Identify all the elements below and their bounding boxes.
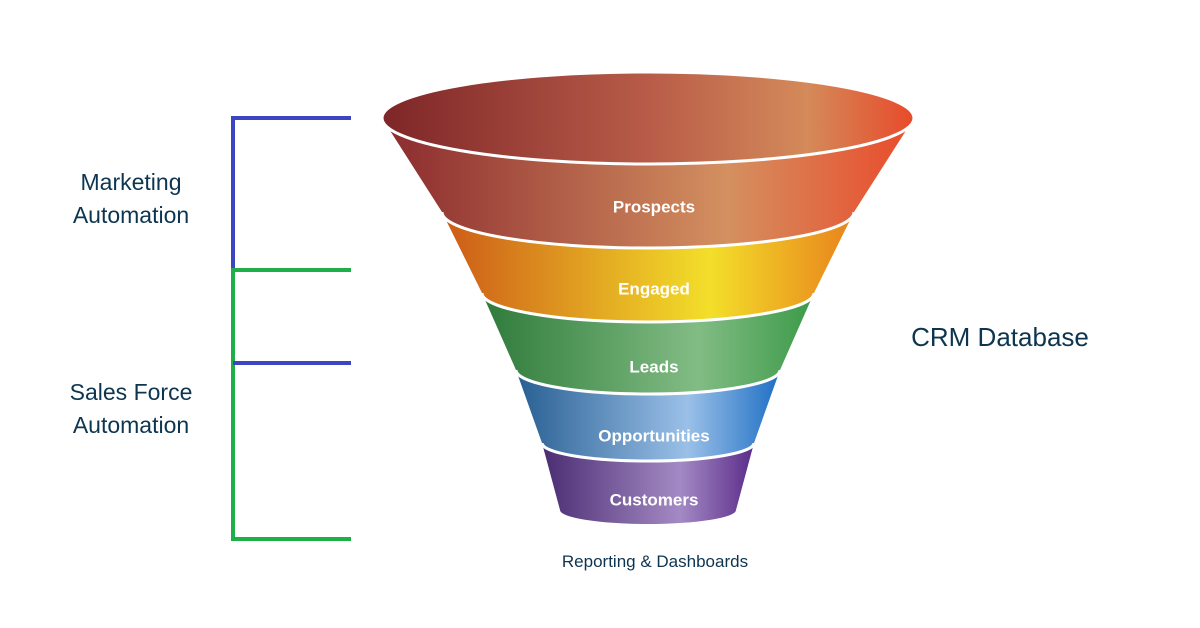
marketing-bracket [231,116,351,270]
marketing-label-line2: Automation [72,202,190,228]
funnel-label-opportunities: Opportunities [598,426,709,445]
marketing-label-line1: Marketing [80,169,182,195]
funnel-label-prospects: Prospects [613,197,695,216]
sales-label-line2: Automation [72,412,190,438]
funnel-band-engaged [442,212,854,322]
funnel-label-customers: Customers [610,490,699,509]
sales-bracket [231,268,351,541]
funnel-divider [540,442,756,463]
funnel-divider [440,211,856,250]
sales-force-automation-label: Sales Force Automation [36,376,226,442]
funnel-top-opening [380,70,916,166]
funnel-band-customers [542,443,754,524]
funnel-band-opportunities [516,370,780,461]
marketing-automation-label: Marketing Automation [36,166,226,232]
funnel-label-leads: Leads [629,357,678,376]
funnel-divider [480,292,816,324]
funnel: ProspectsEngagedLeadsOpportunitiesCustom… [380,70,916,524]
crm-database-label: CRM Database [911,322,1089,352]
sales-label-line1: Sales Force [69,379,193,405]
reporting-dashboards-label: Reporting & Dashboards [561,552,749,571]
funnel-band-prospects [382,118,914,248]
funnel-divider [514,369,782,396]
funnel-label-engaged: Engaged [618,279,690,298]
